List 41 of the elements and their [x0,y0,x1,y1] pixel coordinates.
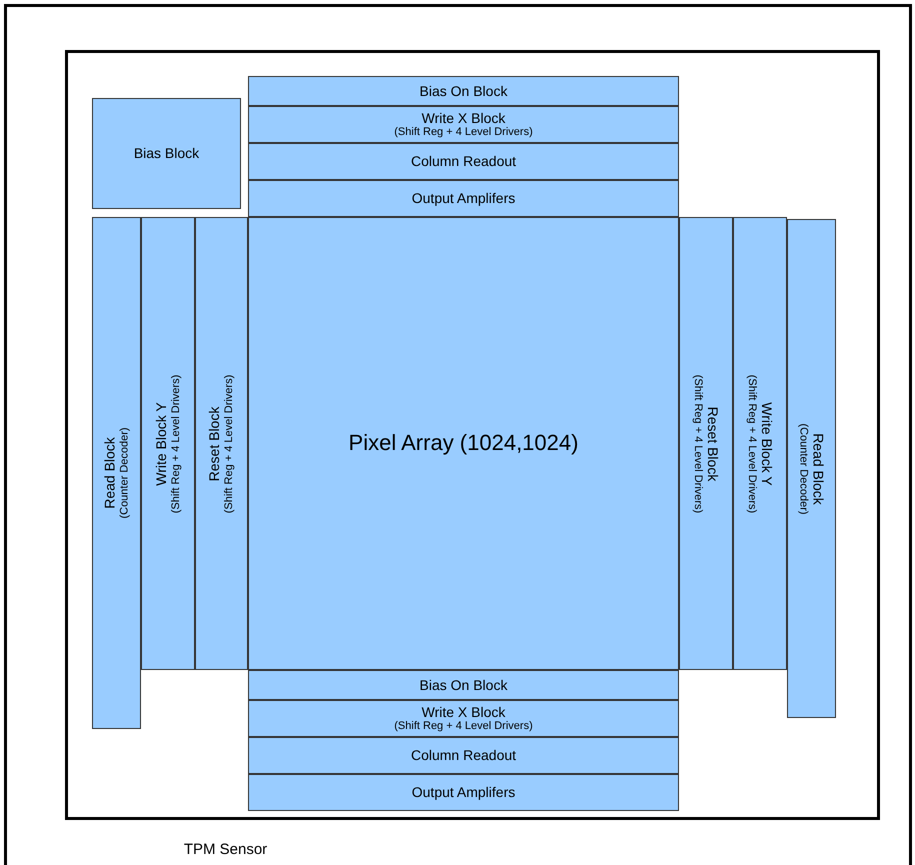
block-label: Read Block [102,437,118,509]
block-sublabel: (Counter Decoder) [118,427,132,519]
block-label: Bias Block [134,145,200,162]
circuit-block [733,217,787,670]
block-sublabel: (Shift Reg + 4 Level Drivers) [394,720,533,734]
block-sublabel: (Shift Reg + 4 Level Drivers) [170,374,183,513]
block-label: Pixel Array (1024,1024) [348,430,578,457]
block-label: Column Readout [410,153,516,170]
block-sublabel: (Counter Decoder) [796,422,810,514]
block-sublabel: (Shift Reg + 4 Level Drivers) [745,374,758,513]
circuit-block [248,180,679,217]
block-label: Column Readout [410,747,516,764]
block-label: Write Block Y [758,402,775,486]
block-sublabel: (Shift Reg + 4 Level Drivers) [691,374,704,513]
circuit-block [787,219,836,718]
diagram-caption: TPM Sensor [182,841,268,858]
block-label: Read Block [810,432,826,504]
block-label: Write X Block [422,110,506,126]
block-sublabel: (Shift Reg + 4 Level Drivers) [394,126,533,140]
circuit-block [195,217,248,670]
circuit-block [248,106,679,143]
block-label: Write Block Y [153,402,170,486]
circuit-block [248,670,679,700]
circuit-block [92,98,241,209]
block-label: Write X Block [422,704,506,720]
block-label: Reset Block [206,406,224,481]
block-label: Reset Block [704,406,721,481]
circuit-block [141,217,195,670]
circuit-block [92,217,141,729]
circuit-block [248,143,679,180]
circuit-block [248,737,679,774]
circuit-block [248,700,679,737]
block-label: Bias On Block [420,82,508,100]
pixel-array-block [248,217,679,670]
circuit-block [248,76,679,106]
block-label: Output Amplifers [412,190,516,207]
block-sublabel: (Shift Reg + 4 Level Drivers) [223,374,236,513]
block-label: Bias On Block [420,676,508,694]
circuit-block [679,217,733,670]
block-label: Output Amplifers [412,784,516,801]
circuit-block [248,774,679,811]
